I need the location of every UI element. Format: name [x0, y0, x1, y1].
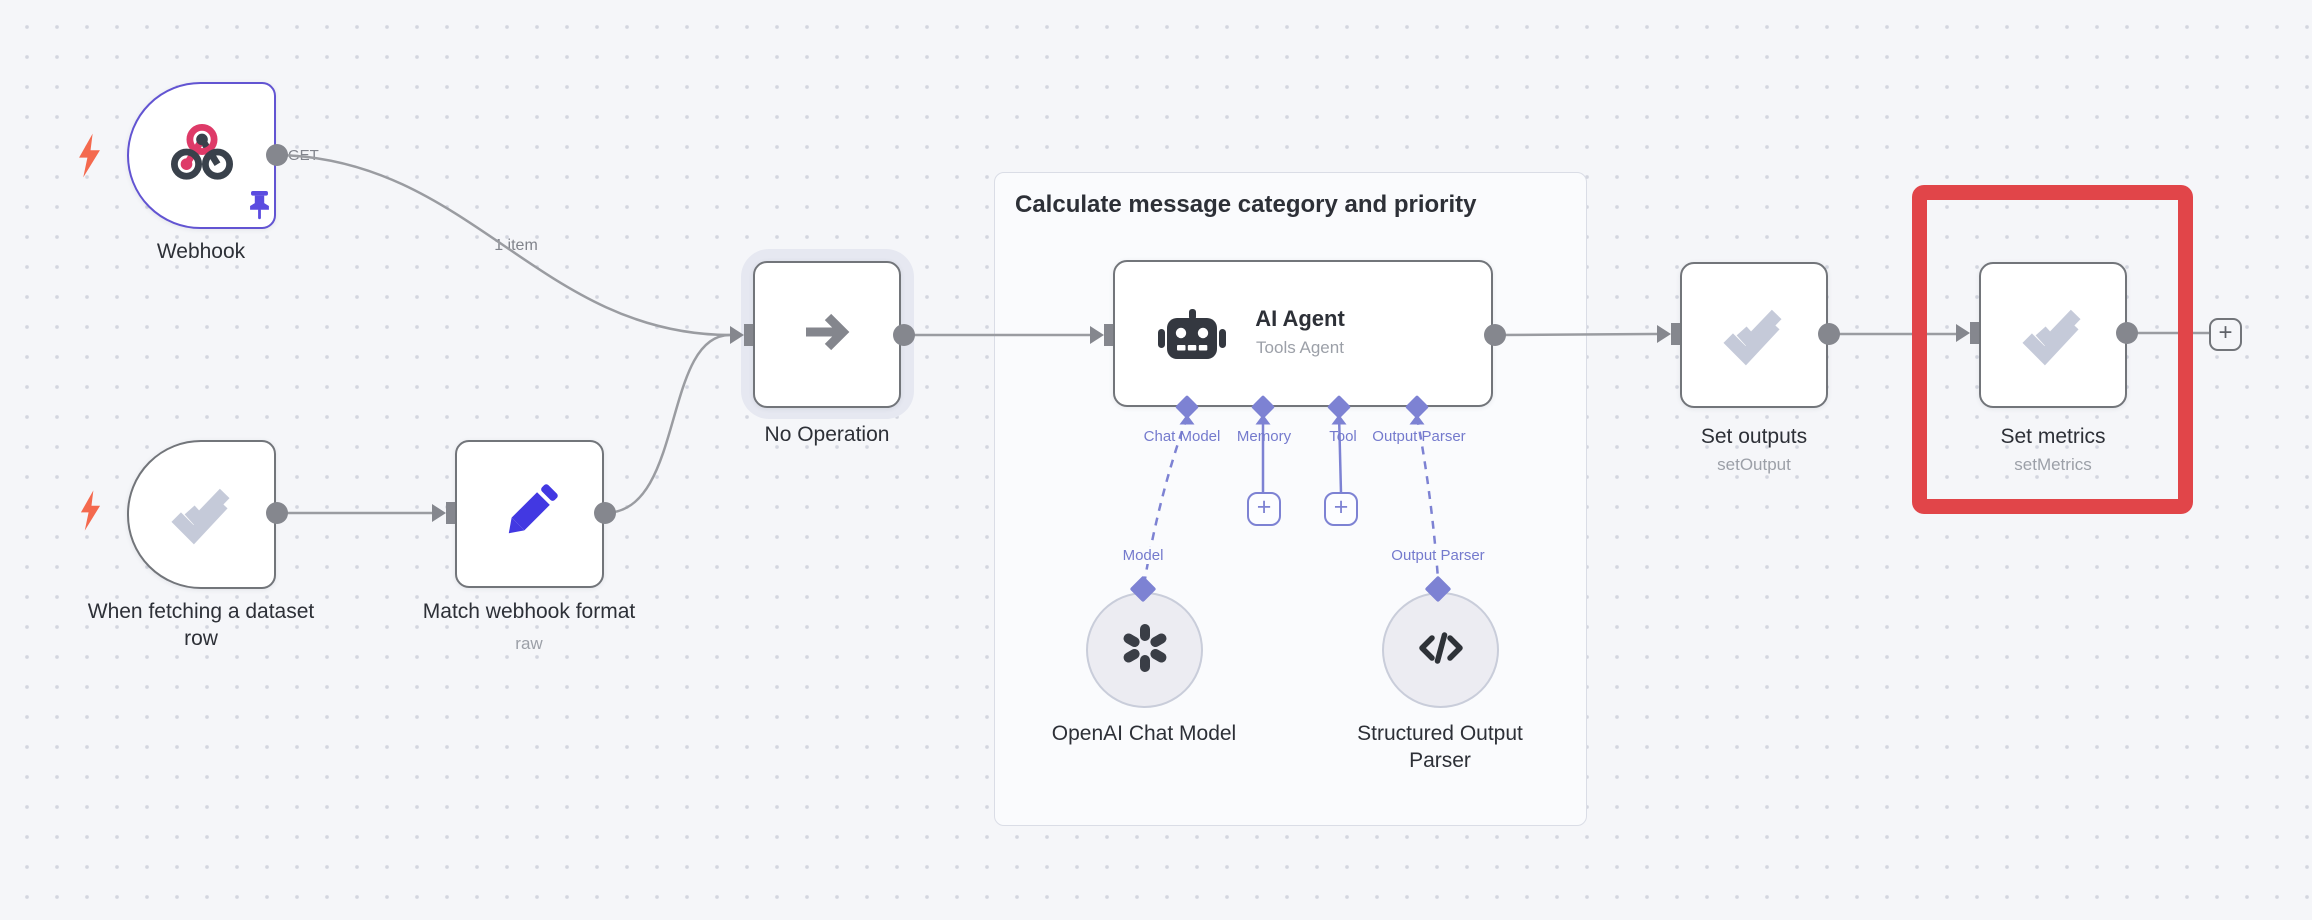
double-check-icon: [2020, 300, 2086, 371]
webhook-method-badge: GET: [288, 147, 319, 164]
node-dataset-trigger[interactable]: [127, 440, 276, 589]
node-label-set-metrics: Set metrics: [2000, 425, 2106, 448]
group-title: Calculate message category and priority: [1015, 191, 1477, 218]
node-label-dataset-trigger: When fetching a dataset row: [87, 600, 315, 651]
connection-items-label: 1 item: [494, 237, 538, 254]
arrow-right-icon: [797, 302, 857, 367]
port-label-output-parser-sub: Output Parser: [1387, 547, 1489, 564]
add-next-node-button[interactable]: +: [2209, 318, 2242, 351]
pinned-data-icon: [246, 190, 273, 227]
webhook-icon: [170, 122, 233, 189]
highlight-box-set-metrics: [1912, 185, 2193, 514]
node-ai-agent[interactable]: AI Agent Tools Agent: [1113, 260, 1493, 407]
pencil-icon: [497, 479, 563, 550]
node-label-openai: OpenAI Chat Model: [1051, 722, 1237, 745]
double-check-icon: [1721, 300, 1787, 371]
port-label-memory: Memory: [1236, 428, 1292, 445]
openai-icon: [1119, 622, 1171, 679]
node-subtitle-match-format: raw: [515, 634, 543, 653]
add-memory-button[interactable]: +: [1247, 492, 1281, 526]
add-tool-button[interactable]: +: [1324, 492, 1358, 526]
node-label-structured-parser: Structured Output Parser: [1357, 722, 1523, 773]
node-subtitle-set-outputs: setOutput: [1717, 455, 1791, 474]
node-structured-output-parser[interactable]: [1382, 592, 1499, 708]
node-no-operation[interactable]: [753, 261, 901, 408]
node-label-webhook: Webhook: [156, 240, 246, 263]
port-label-chat-model: Chat Model: [1143, 428, 1221, 445]
trigger-bolt-icon: [79, 490, 102, 536]
node-label-match-format: Match webhook format: [422, 600, 636, 623]
ai-agent-title: AI Agent: [1255, 306, 1345, 331]
port-label-model: Model: [1118, 547, 1168, 564]
node-webhook[interactable]: [127, 82, 276, 229]
double-check-icon: [169, 479, 235, 550]
connection-match-noop[interactable]: [604, 333, 731, 515]
node-openai-chat-model[interactable]: [1086, 592, 1203, 708]
ai-agent-subtitle: Tools Agent: [1256, 338, 1344, 357]
node-subtitle-set-metrics: setMetrics: [2014, 455, 2092, 474]
node-label-no-operation: No Operation: [764, 423, 890, 446]
port-label-output-parser: Output Parser: [1372, 428, 1466, 445]
node-set-outputs[interactable]: [1680, 262, 1828, 408]
robot-icon: [1156, 308, 1228, 369]
trigger-bolt-icon: [77, 133, 102, 183]
node-match-webhook-format[interactable]: [455, 440, 604, 588]
node-label-set-outputs: Set outputs: [1700, 425, 1808, 448]
code-icon: [1415, 626, 1467, 675]
port-label-tool: Tool: [1329, 428, 1357, 445]
